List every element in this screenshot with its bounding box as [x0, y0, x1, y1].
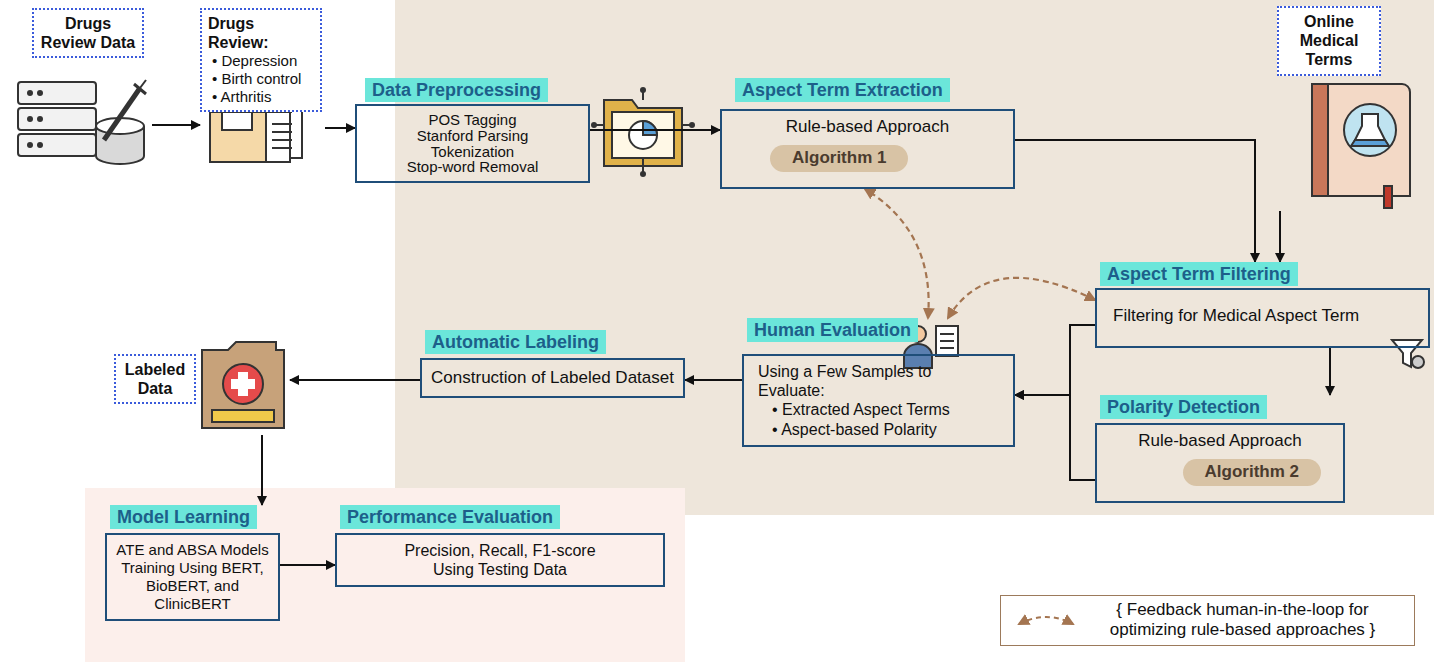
dotted-label: Labeled Data — [114, 354, 196, 404]
flow-arrow — [1329, 348, 1331, 395]
process-box: Polarity DetectionRule-based ApproachAlg… — [1095, 395, 1345, 503]
label-text: Online Medical Terms — [1285, 12, 1373, 70]
box-body: Rule-based ApproachAlgorithm 2 — [1095, 423, 1345, 503]
flow-arrow — [280, 564, 335, 566]
box-body: Rule-based ApproachAlgorithm 1 — [720, 109, 1015, 189]
data-label-group: Labeled Data — [110, 340, 290, 435]
data-label-group: Drugs Review:• Depression• Birth control… — [200, 8, 325, 168]
body-text: Rule-based Approach — [730, 117, 1005, 137]
process-box: Automatic LabelingConstruction of Labele… — [420, 330, 685, 398]
process-box: Performance EvaluationPrecision, Recall,… — [335, 505, 665, 587]
body-text: Using a Few Samples to Evaluate: — [758, 362, 999, 400]
flow-arrow — [261, 435, 263, 505]
heading-row: Human Evaluation — [742, 318, 1015, 342]
data-label-group: Drugs Review Data — [10, 8, 152, 168]
flow-arrow — [1015, 395, 1095, 480]
process-box: Aspect Term ExtractionRule-based Approac… — [720, 78, 1015, 189]
process-box: Aspect Term FilteringFiltering for Medic… — [1095, 262, 1430, 348]
body-text: ATE and ABSA Models Training Using BERT,… — [115, 541, 270, 613]
dotted-label: Drugs Review Data — [32, 8, 144, 58]
pill-row: Algorithm 2 — [1105, 451, 1335, 485]
flow-arrow — [1015, 325, 1095, 395]
flow-arrow — [685, 379, 742, 381]
data-label-group: Online Medical Terms — [1262, 6, 1422, 211]
label-text: Drugs Review Data — [40, 14, 136, 52]
legend-text: { Feedback human-in-the-loop for optimiz… — [1081, 600, 1404, 641]
algorithm-pill: Algorithm 1 — [770, 145, 908, 171]
legend-box: { Feedback human-in-the-loop for optimiz… — [1000, 595, 1415, 646]
flow-arrow — [590, 129, 720, 131]
algorithm-pill: Algorithm 2 — [1183, 459, 1321, 485]
body-text: Precision, Recall, F1-score Using Testin… — [383, 541, 617, 579]
dotted-label: Online Medical Terms — [1277, 6, 1381, 76]
process-box: Data PreprocessingPOS TaggingStanford Pa… — [355, 78, 590, 183]
feedback-arrow — [948, 278, 1095, 318]
flow-arrow — [1015, 140, 1255, 262]
heading-row: Data Preprocessing — [355, 78, 590, 102]
heading-row: Aspect Term Filtering — [1095, 262, 1430, 286]
label-text: Labeled Data — [122, 360, 188, 398]
body-text: Filtering for Medical Aspect Term — [1113, 306, 1412, 326]
heading-row: Aspect Term Extraction — [720, 78, 1015, 102]
box-heading: Human Evaluation — [747, 318, 918, 342]
body-text: Stanford Parsing — [365, 128, 580, 144]
box-body: Construction of Labeled Dataset — [420, 358, 685, 398]
box-heading: Aspect Term Extraction — [735, 78, 950, 102]
box-body: POS TaggingStanford ParsingTokenizationS… — [355, 104, 590, 183]
pill-row: Algorithm 1 — [730, 137, 1005, 171]
heading-row: Polarity Detection — [1095, 395, 1345, 419]
flow-arrow — [1279, 211, 1281, 262]
box-heading: Polarity Detection — [1100, 395, 1267, 419]
label-text: Drugs Review: — [208, 14, 314, 52]
body-text: • Aspect-based Polarity — [758, 420, 999, 439]
box-body: Using a Few Samples to Evaluate:• Extrac… — [742, 354, 1015, 447]
heading-row: Performance Evaluation — [335, 505, 665, 529]
list-item: • Arthritis — [208, 88, 314, 106]
body-text: Construction of Labeled Dataset — [430, 368, 675, 388]
body-text: Stop-word Removal — [365, 159, 580, 175]
heading-row: Model Learning — [105, 505, 280, 529]
box-heading: Automatic Labeling — [425, 330, 606, 354]
body-text: • Extracted Aspect Terms — [758, 400, 999, 419]
heading-row: Automatic Labeling — [420, 330, 685, 354]
box-heading: Model Learning — [110, 505, 257, 529]
box-heading: Aspect Term Filtering — [1100, 262, 1298, 286]
box-heading: Performance Evaluation — [340, 505, 560, 529]
box-body: Filtering for Medical Aspect Term — [1095, 288, 1430, 348]
list-item: • Birth control — [208, 70, 314, 88]
flow-arrow — [152, 124, 200, 126]
legend-sample — [1011, 608, 1081, 632]
body-text: Tokenization — [365, 144, 580, 160]
dotted-label: Drugs Review:• Depression• Birth control… — [200, 8, 322, 112]
flow-arrow — [325, 127, 355, 129]
process-box: Model LearningATE and ABSA Models Traini… — [105, 505, 280, 621]
list-item: • Depression — [208, 52, 314, 70]
body-text: Rule-based Approach — [1105, 431, 1335, 451]
feedback-arrow — [865, 189, 929, 318]
process-box: Human EvaluationUsing a Few Samples to E… — [742, 318, 1015, 447]
box-body: ATE and ABSA Models Training Using BERT,… — [105, 533, 280, 621]
body-text: POS Tagging — [365, 112, 580, 128]
box-heading: Data Preprocessing — [365, 78, 548, 102]
box-body: Precision, Recall, F1-score Using Testin… — [335, 533, 665, 587]
flow-arrow — [290, 379, 420, 381]
